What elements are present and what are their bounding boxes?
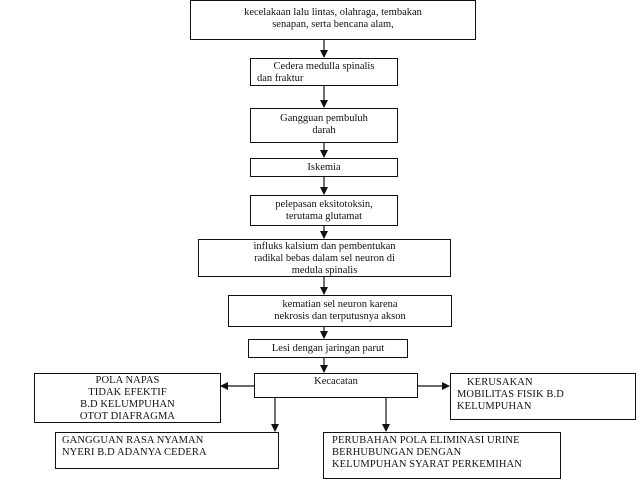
node-disability-line: Kecacatan (314, 376, 358, 387)
node-mobility-line: KELUMPUHAN (457, 401, 532, 412)
node-injury-line: dan fraktur (257, 73, 304, 84)
node-calcium-line: influks kalsium dan pembentukan (253, 241, 396, 252)
node-breathing-line: POLA NAPAS (95, 375, 160, 386)
node-comfort-line: GANGGUAN RASA NYAMAN (62, 435, 204, 446)
node-injury: Cedera medulla spinalis dan fraktur (250, 58, 398, 86)
node-calcium-line: medula spinalis (291, 265, 358, 276)
node-lesion: Lesi dengan jaringan parut (248, 339, 408, 358)
node-excitotoxin: pelepasan eksitotoksin, terutama glutama… (250, 195, 398, 226)
node-breathing-line: B.D KELUMPUHAN (80, 399, 175, 410)
node-disability: Kecacatan (254, 373, 418, 398)
node-mobility-line: KERUSAKAN (467, 377, 533, 388)
node-cause: kecelakaan lalu lintas, olahraga, tembak… (190, 0, 476, 40)
node-death: kematian sel neuron karena nekrosis dan … (228, 295, 452, 327)
node-breathing-line: TIDAK EFEKTIF (88, 387, 167, 398)
node-elimination: PERUBAHAN POLA ELIMINASI URINE BERHUBUNG… (323, 432, 561, 479)
node-excitotoxin-line: terutama glutamat (285, 211, 363, 222)
node-mobility-line: MOBILITAS FISIK B.D (457, 389, 564, 400)
node-calcium: influks kalsium dan pembentukan radikal … (198, 239, 451, 277)
node-vascular-line: darah (312, 125, 336, 136)
node-calcium-line: radikal bebas dalam sel neuron di (254, 253, 395, 264)
node-breathing-line: OTOT DIAFRAGMA (79, 411, 176, 422)
node-vascular: Gangguan pembuluh darah (250, 108, 398, 143)
node-injury-line: Cedera medulla spinalis (273, 61, 375, 72)
node-elimination-line: KELUMPUHAN SYARAT PERKEMIHAN (332, 459, 522, 470)
node-comfort: GANGGUAN RASA NYAMAN NYERI B.D ADANYA CE… (55, 432, 279, 469)
node-ischemia-line: Iskemia (307, 162, 341, 173)
node-elimination-line: BERHUBUNGAN DENGAN (332, 447, 462, 458)
node-cause-line: kecelakaan lalu lintas, olahraga, tembak… (244, 7, 422, 18)
node-death-line: kematian sel neuron karena (282, 299, 398, 310)
node-lesion-line: Lesi dengan jaringan parut (271, 343, 385, 354)
node-cause-line: senapan, serta bencana alam, (272, 19, 394, 30)
node-ischemia: Iskemia (250, 158, 398, 177)
node-breathing: POLA NAPAS TIDAK EFEKTIF B.D KELUMPUHAN … (34, 373, 221, 423)
node-vascular-line: Gangguan pembuluh (280, 113, 368, 124)
node-mobility: KERUSAKAN MOBILITAS FISIK B.D KELUMPUHAN (450, 373, 636, 420)
node-death-line: nekrosis dan terputusnya akson (274, 311, 406, 322)
node-comfort-line: NYERI B.D ADANYA CEDERA (62, 447, 207, 458)
node-elimination-line: PERUBAHAN POLA ELIMINASI URINE (332, 435, 520, 446)
node-excitotoxin-line: pelepasan eksitotoksin, (275, 199, 373, 210)
